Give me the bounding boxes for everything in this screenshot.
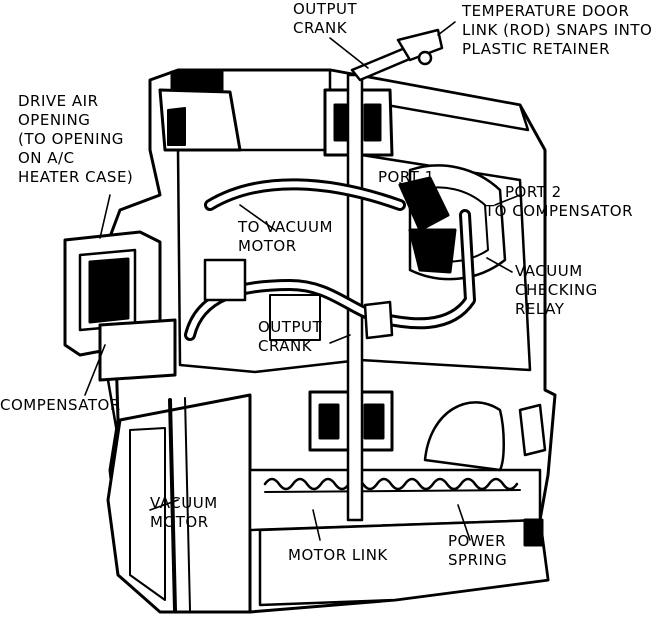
power-spring bbox=[263, 477, 519, 491]
leader-output-crank-mid bbox=[329, 334, 351, 344]
leader-motor-link bbox=[312, 509, 321, 541]
leader-drive-air bbox=[99, 194, 111, 239]
label-to-vacuum-motor: TO VACUUM MOTOR bbox=[238, 218, 333, 255]
leader-power-spring bbox=[457, 504, 471, 541]
compensator-body bbox=[98, 318, 177, 382]
output-crank-mid bbox=[269, 294, 321, 341]
label-drive-air-opening: DRIVE AIR OPENING (TO OPENING ON A/C HEA… bbox=[18, 92, 134, 186]
label-port-1: PORT 1 bbox=[378, 168, 435, 186]
label-output-crank-top: OUTPUT CRANK bbox=[293, 0, 358, 37]
leader-compensator bbox=[84, 344, 106, 396]
label-port-2: PORT 2 TO COMPENSATOR bbox=[485, 183, 633, 220]
vacuum-motor-body bbox=[106, 393, 252, 614]
leader-port-1 bbox=[399, 182, 419, 193]
label-power-spring: POWER SPRING bbox=[448, 532, 508, 569]
leader-port-2 bbox=[494, 194, 521, 206]
leader-relay bbox=[486, 257, 513, 273]
leader-temp-door bbox=[437, 21, 456, 36]
temperature-door-link bbox=[396, 28, 444, 62]
leader-to-vacuum-motor bbox=[239, 204, 276, 231]
label-motor-link: MOTOR LINK bbox=[288, 546, 388, 564]
output-crank-top bbox=[350, 46, 414, 82]
label-temperature-door-link: TEMPERATURE DOOR LINK (ROD) SNAPS INTO P… bbox=[462, 2, 653, 58]
label-output-crank-mid: OUTPUT CRANK bbox=[258, 318, 323, 355]
label-vacuum-checking-relay: VACUUM CHECKING RELAY bbox=[515, 262, 598, 318]
leader-vacuum-motor bbox=[149, 499, 179, 511]
output-rod bbox=[346, 73, 364, 522]
cam-dome bbox=[423, 401, 505, 472]
label-compensator: COMPENSATOR bbox=[0, 396, 121, 414]
label-vacuum-motor: VACUUM MOTOR bbox=[150, 494, 218, 531]
leader-output-crank-top bbox=[329, 37, 369, 69]
